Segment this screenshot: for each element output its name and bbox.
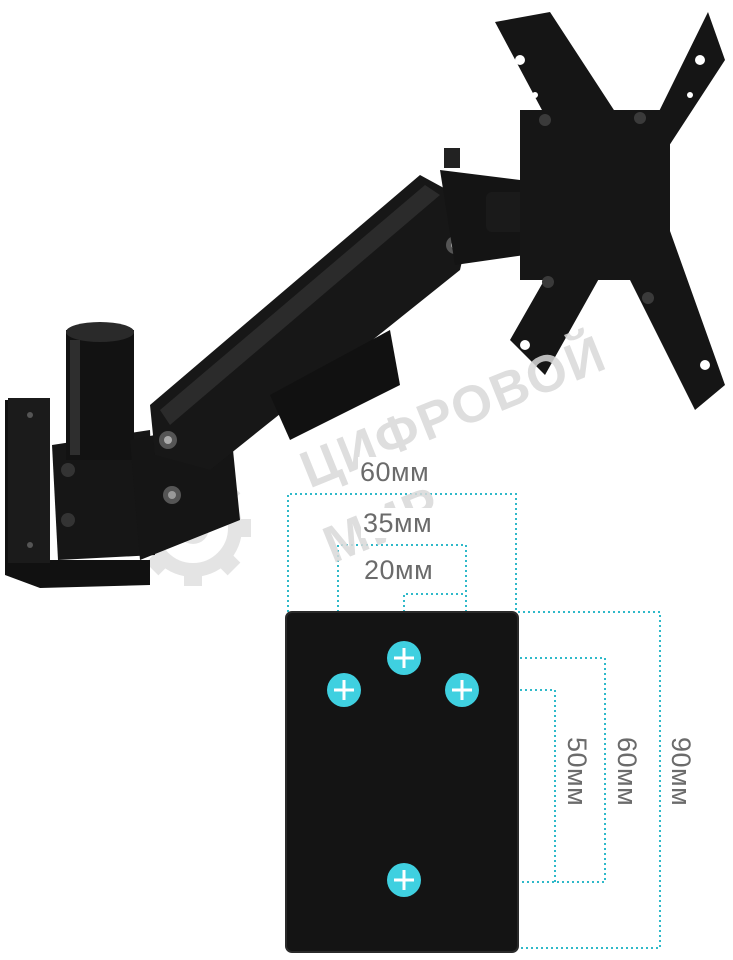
plus-marker-icon [387, 641, 421, 675]
plus-marker-icon [327, 673, 361, 707]
dimension-label-60mm: 60мм [358, 457, 432, 487]
plus-marker-icon [387, 863, 421, 897]
vesa-plate [495, 12, 725, 410]
wall-plate [5, 398, 150, 588]
pole [52, 322, 155, 560]
gas-spring-arm [150, 148, 475, 470]
plus-marker-icon [445, 673, 479, 707]
dimension-label-60mm-vertical: 60мм [612, 737, 642, 807]
dimension-label-20mm: 20мм [362, 555, 436, 585]
dimension-label-50mm: 50мм [562, 737, 592, 807]
dimension-guides [287, 493, 661, 949]
dimension-label-35mm: 35мм [361, 508, 435, 538]
dimension-label-90mm: 90мм [666, 737, 696, 807]
